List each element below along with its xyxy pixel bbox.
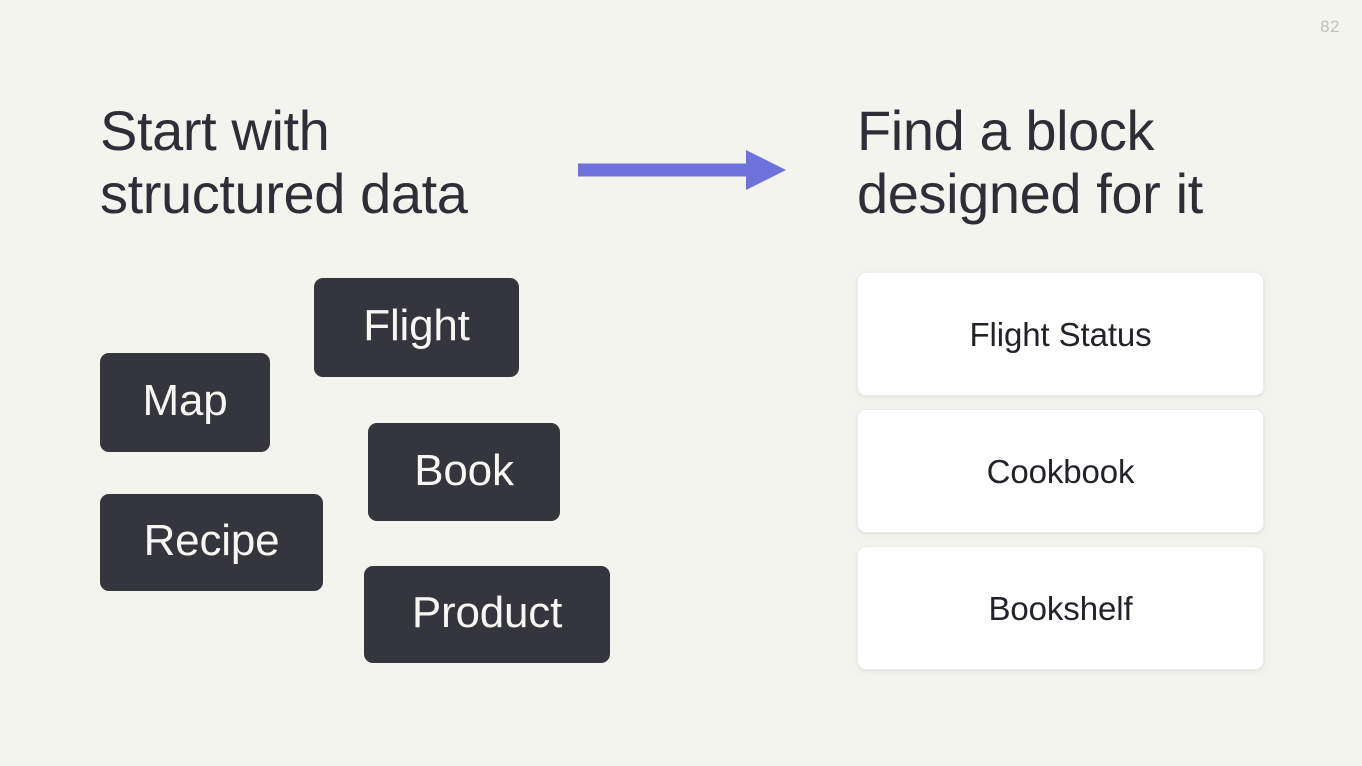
chip-recipe: Recipe — [100, 494, 323, 591]
arrow-right-icon — [578, 147, 786, 193]
chip-flight: Flight — [314, 278, 519, 377]
chip-book: Book — [368, 423, 560, 521]
chip-product: Product — [364, 566, 610, 663]
block-card-list: Flight Status Cookbook Bookshelf — [857, 272, 1264, 670]
chip-map: Map — [100, 353, 270, 452]
page-number: 82 — [1320, 17, 1340, 36]
card-cookbook: Cookbook — [857, 409, 1264, 533]
right-heading: Find a block designed for it — [857, 99, 1203, 225]
left-heading: Start with structured data — [100, 99, 468, 225]
card-bookshelf: Bookshelf — [857, 546, 1264, 670]
card-flight-status: Flight Status — [857, 272, 1264, 396]
